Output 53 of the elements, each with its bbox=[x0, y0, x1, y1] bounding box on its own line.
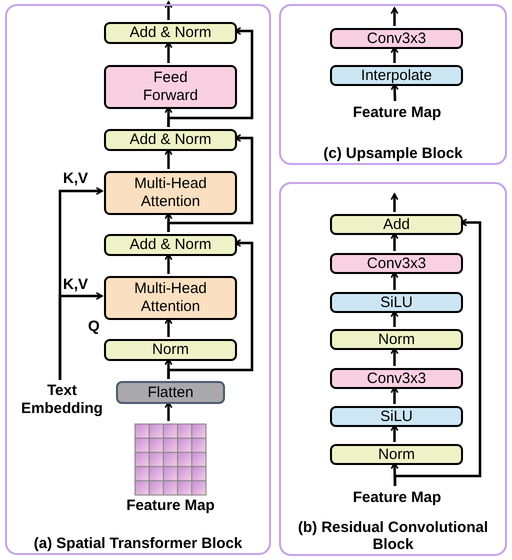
arrow bbox=[390, 46, 398, 63]
arrow bbox=[164, 41, 172, 63]
arrow bbox=[390, 232, 398, 251]
input-label: Text Embedding bbox=[12, 382, 112, 418]
arrow bbox=[164, 1, 172, 20]
arrow bbox=[390, 347, 398, 366]
process-box: SiLU bbox=[330, 406, 463, 427]
arrow bbox=[167, 239, 254, 379]
arrow bbox=[164, 401, 172, 421]
process-box: Conv3x3 bbox=[330, 368, 463, 389]
arrow bbox=[390, 7, 398, 26]
arrow bbox=[390, 83, 399, 102]
arrow bbox=[390, 424, 398, 442]
panel bbox=[279, 182, 507, 556]
grid-drawing bbox=[134, 423, 207, 497]
arrow bbox=[390, 462, 399, 486]
arrow bbox=[390, 193, 398, 212]
edge-label: K,V bbox=[63, 170, 88, 187]
process-box: Add & Norm bbox=[104, 234, 237, 256]
arrow bbox=[58, 292, 103, 380]
process-box: Norm bbox=[330, 444, 463, 465]
process-box: Conv3x3 bbox=[330, 253, 463, 274]
flatten-box: Flatten bbox=[116, 381, 225, 404]
process-box: Interpolate bbox=[330, 65, 463, 86]
process-box: Add & Norm bbox=[104, 22, 237, 44]
arrow bbox=[394, 218, 482, 486]
process-box: Multi-Head Attention bbox=[104, 171, 237, 215]
process-box: Multi-Head Attention bbox=[104, 276, 237, 320]
panel bbox=[279, 4, 507, 165]
process-box: Feed Forward bbox=[104, 65, 237, 109]
process-box: Add bbox=[330, 214, 463, 235]
process-box: Add & Norm bbox=[104, 129, 237, 151]
process-box: Norm bbox=[104, 339, 237, 361]
edge-label: K,V bbox=[63, 276, 88, 293]
process-box: SiLU bbox=[330, 292, 463, 313]
arrow bbox=[164, 148, 172, 169]
panel-caption: (b) Residual Convolutional Block bbox=[297, 519, 489, 553]
input-label: Feature Map bbox=[332, 488, 462, 508]
panel bbox=[5, 4, 271, 555]
edge-label: Q bbox=[88, 318, 100, 335]
arrow bbox=[390, 386, 398, 404]
process-box: Norm bbox=[330, 329, 463, 350]
panel-caption: (a) Spatial Transformer Block bbox=[32, 535, 244, 552]
panel-caption: (c) Upsample Block bbox=[322, 145, 464, 162]
process-box: Conv3x3 bbox=[330, 28, 463, 49]
arrow bbox=[390, 310, 398, 327]
caption-text: Feature Map bbox=[125, 497, 216, 515]
arrow bbox=[164, 253, 172, 274]
input-label: Feature Map bbox=[332, 103, 462, 123]
arrow bbox=[390, 271, 398, 290]
arrow bbox=[167, 27, 254, 127]
arrow bbox=[164, 317, 172, 337]
arrow bbox=[167, 134, 254, 232]
